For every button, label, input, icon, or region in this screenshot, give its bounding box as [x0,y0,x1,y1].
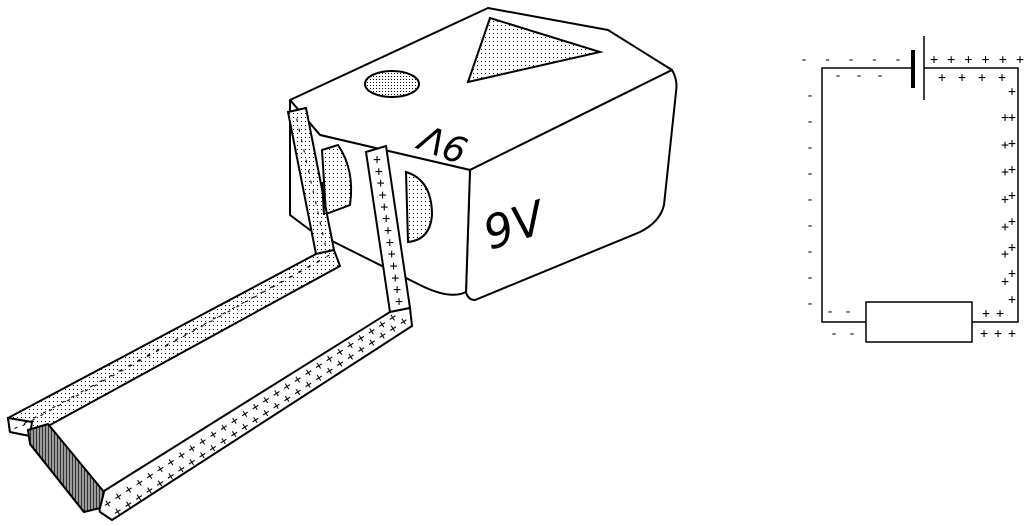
circuit-positive-symbol: + [999,53,1007,68]
positive-symbol: + [382,212,390,227]
circuit-negative-symbol: - [848,327,856,342]
negative-symbol: - [289,115,305,125]
circuit-positive-symbol: + [964,53,972,68]
circuit-positive-symbol: + [938,71,946,86]
circuit-positive-symbol: + [1016,53,1024,68]
circuit-negative-symbol: - [806,219,814,234]
positive-symbol: + [373,153,381,168]
circuit-negative-symbol: - [806,141,814,156]
circuit-positive-symbol: + [930,53,938,68]
circuit-positive-symbol: + [996,307,1004,322]
terminal-bump-left [320,143,353,216]
circuit-positive-symbol: + [994,327,1002,342]
circuit-negative-symbol: - [806,89,814,104]
circuit-positive-symbol: + [1001,138,1009,153]
circuit-wire-positive [924,67,1019,323]
circuit-charge-symbols: ---------------------+++++++++++++++++++… [800,53,1024,342]
battery: 9V 9V [289,7,678,301]
circuit-negative-symbol: - [806,167,814,182]
circuit-positive-symbol: + [1008,111,1016,126]
positive-symbol: + [377,176,385,191]
circuit-schematic [821,36,1019,343]
positive-symbol: + [393,283,401,298]
circuit-positive-symbol: + [1001,220,1009,235]
positive-terminal-triangle [466,16,604,84]
circuit-negative-symbol: - [830,327,838,342]
circuit-positive-symbol: + [1008,327,1016,342]
circuit-positive-symbol: + [978,71,986,86]
circuit-negative-symbol: - [876,69,884,84]
circuit-positive-symbol: + [1001,165,1009,180]
negative-symbol: - [298,156,314,166]
positive-wire [94,144,414,522]
negative-symbol: - [317,239,333,249]
negative-symbol: - [312,218,328,228]
circuit-negative-symbol: - [806,193,814,208]
negative-wire [6,106,342,438]
circuit-negative-symbol: - [871,53,879,68]
load-element [26,422,106,514]
negative-symbol: - [305,187,321,197]
circuit-negative-symbol: - [806,115,814,130]
circuit-negative-symbol: - [824,53,832,68]
circuit-negative-symbol: - [894,53,902,68]
circuit-positive-symbol: + [998,71,1006,86]
circuit-wire-negative [821,67,912,323]
circuit-positive-symbol: + [1008,189,1016,204]
circuit-positive-symbol: + [1008,137,1016,152]
circuit-negative-symbol: - [806,245,814,260]
positive-symbol: + [386,235,394,250]
positive-symbol: + [391,271,399,286]
battery-side-face [465,69,678,301]
circuit-positive-symbol: + [1001,111,1009,126]
circuit-negative-symbol: - [806,271,814,286]
negative-symbol: - [310,208,326,218]
positive-symbol: + [388,247,396,262]
circuit-positive-symbol: + [1001,247,1009,262]
positive-symbol: + [379,188,387,203]
negative-symbol: - [296,146,312,156]
negative-symbol: - [294,136,310,146]
circuit-positive-symbol: + [958,71,966,86]
circuit-positive-symbol: + [1008,267,1016,282]
negative-symbol: - [315,229,331,239]
circuit-positive-symbol: + [1008,85,1016,100]
circuit-positive-symbol: + [947,53,955,68]
circuit-positive-symbol: + [1008,163,1016,178]
circuit-positive-symbol: + [980,327,988,342]
negative-symbol: - [301,167,317,177]
circuit-negative-symbol: - [826,305,834,320]
positive-symbol: + [395,295,403,310]
circuit-negative-symbol: - [806,297,814,312]
negative-symbol: - [303,177,319,187]
negative-symbol: - [291,125,307,135]
circuit-positive-symbol: + [1001,193,1009,208]
circuit-negative-symbol: - [855,69,863,84]
negative-terminal-oval [364,70,420,98]
positive-symbol: + [380,200,388,215]
circuit-positive-symbol: + [1008,241,1016,256]
circuit-negative-symbol: - [834,69,842,84]
circuit-resistor [865,301,973,343]
circuit-negative-symbol: - [844,305,852,320]
positive-symbol: + [384,224,392,239]
circuit-positive-symbol: + [1008,215,1016,230]
positive-symbol: + [390,259,398,274]
circuit-negative-symbol: - [800,53,808,68]
positive-symbol: + [375,164,383,179]
circuit-negative-symbol: - [847,53,855,68]
negative-symbol: - [308,198,324,208]
circuit-positive-symbol: + [1008,293,1016,308]
terminal-bump-right [404,170,434,244]
circuit-positive-symbol: + [1001,275,1009,290]
circuit-positive-symbol: + [982,53,990,68]
circuit-positive-symbol: + [982,307,990,322]
